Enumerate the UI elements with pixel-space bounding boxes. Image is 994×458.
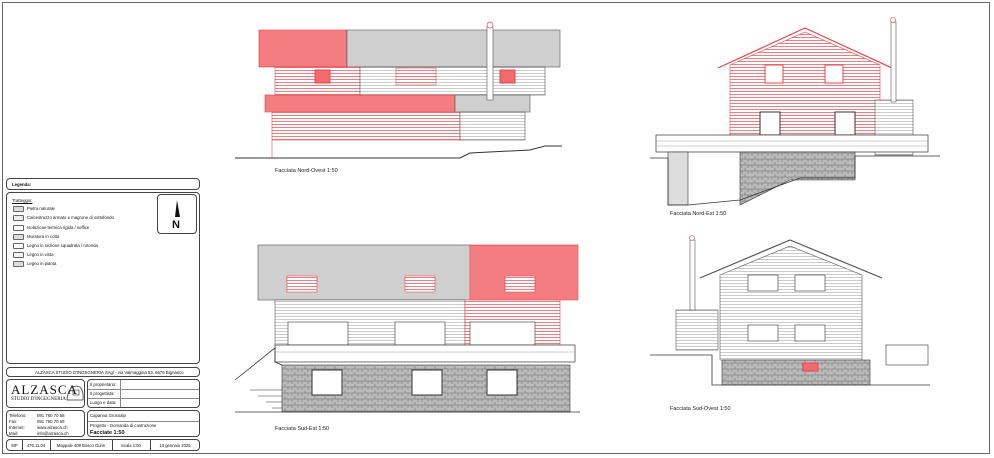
place-date-field: Luogo e data: [90, 400, 117, 405]
footer-row: MP 476.11.04 Mappale 409 Bosco Gurin Sca… [6, 439, 200, 451]
swatch-concrete [13, 215, 24, 221]
swatch-stone [13, 206, 24, 212]
contact-key: Telefono: [9, 413, 27, 418]
company-line: ALZASCA STUDIO D'INGEGNERIA SAgl - via V… [6, 367, 200, 377]
contact-key: Fax: [9, 419, 18, 424]
footer-parcel: Mappale 409 Bosco Gurin [50, 440, 113, 450]
footer-author: MP [7, 440, 23, 450]
footer-date: 10 gennaio 2025 [159, 442, 191, 448]
swatch-insulation [13, 225, 24, 231]
view-title-ne: Facciata Nord-Est 1:50 [670, 211, 726, 217]
signature-fields: Il proprietario: Il progettista: Luogo e… [87, 379, 200, 408]
legend-header: Legenda: [6, 178, 200, 190]
elevation-north-east: Facciata Nord-Est 1:50 [650, 17, 940, 217]
project-name: Capanna Grossalp [90, 413, 126, 418]
view-title-nw: Facciata Nord-Ovest 1:50 [275, 168, 338, 174]
owner-field: Il proprietario: [90, 382, 117, 387]
legend-item: Calcestruzzo armato e magrone di sottofo… [27, 215, 114, 220]
legend-item: Muratura in cotto [27, 234, 60, 239]
legend-title: Legenda: [12, 182, 32, 187]
contact-value: 091 760 70 69 [37, 419, 65, 424]
project-box: Capanna Grossalp Progetto - Domanda di c… [87, 410, 200, 437]
contacts-box: Telefono: 091 760 70 58 Fax: 091 760 70 … [6, 410, 85, 437]
elevation-south-west: Facciata Sud-Ovest 1:50 [650, 235, 930, 412]
designer-field: Il progettista: [90, 391, 115, 396]
north-label: N [172, 219, 180, 231]
legend-item: Legno in vista [27, 252, 54, 257]
swatch-timber-section [13, 243, 24, 249]
view-title-sw: Facciata Sud-Ovest 1:50 [670, 406, 731, 412]
project-phase: Progetto - Domanda di costruzione [90, 423, 157, 428]
sheet-title: Facciate 1:50 [90, 430, 125, 436]
contact-key: Internet: [9, 425, 25, 430]
swatch-timber-view [13, 252, 24, 258]
contact-value: 091 760 70 58 [37, 413, 65, 418]
elevation-south-east: Facciata Sud-Est 1:50 [234, 244, 580, 432]
legend-item: Legno in sezione squadrata / rotonda [27, 243, 98, 248]
north-arrow-icon [175, 200, 180, 217]
north-arrow-box: N [157, 194, 197, 234]
view-title-se: Facciata Sud-Est 1:50 [275, 426, 329, 432]
logo-box: ALZASCA STUDIO D'INGEGNERIA [6, 379, 85, 408]
contact-key: Mail: [9, 431, 19, 436]
legend-subtitle: Tratteggio: [12, 198, 33, 203]
contact-value[interactable]: www.alzasca.ch [37, 425, 68, 430]
logo-text: ALZASCA [11, 382, 78, 397]
legend-item: Legno in pianta [27, 261, 57, 266]
elevation-north-west: Facciata Nord-Ovest 1:50 [235, 21, 562, 174]
contact-value[interactable]: info@alzasca.ch [37, 431, 69, 436]
logo-helmet-icon [66, 385, 84, 401]
legend-item: Isolazione termica rigida / soffice [27, 225, 90, 230]
swatch-timber-plan [13, 261, 24, 267]
legend-item: Pietra naturale [27, 206, 55, 211]
footer-number: 476.11.04 [22, 440, 51, 450]
company-address: ALZASCA STUDIO D'INGEGNERIA SAgl - via V… [35, 370, 184, 375]
swatch-brick [13, 234, 24, 240]
logo-subtext: STUDIO D'INGEGNERIA [11, 397, 66, 402]
legend-panel: Tratteggio: Pietra naturale Calcestruzzo… [6, 192, 200, 364]
footer-scale: Scala 1:50 [112, 440, 151, 450]
